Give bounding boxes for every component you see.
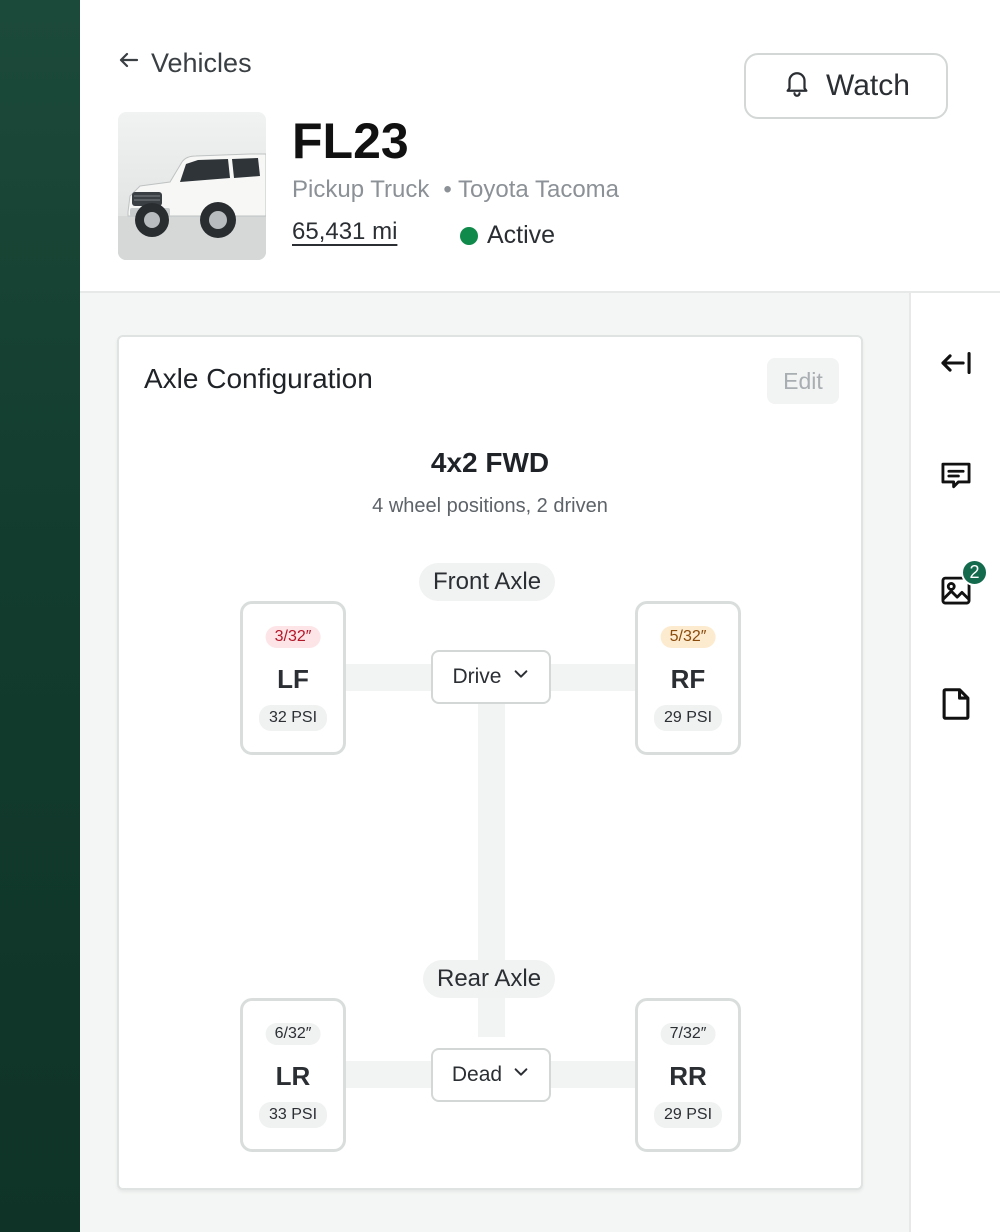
front-axle-drive-select[interactable]: Drive xyxy=(431,650,551,704)
watch-button-label: Watch xyxy=(826,69,910,102)
comment-icon[interactable] xyxy=(937,457,975,495)
rear-left-connector xyxy=(346,1061,435,1088)
document-icon[interactable] xyxy=(937,685,975,723)
back-to-vehicles-link[interactable]: Vehicles xyxy=(117,48,252,79)
tread-depth-badge: 6/32″ xyxy=(265,1023,321,1045)
vehicle-subtitle: Pickup Truck • Toyota Tacoma xyxy=(292,176,619,204)
front-axle-label: Front Axle xyxy=(419,563,556,601)
images-icon[interactable] xyxy=(937,571,975,609)
vehicle-model: Toyota Tacoma xyxy=(458,176,620,203)
vehicle-header: Vehicles Watch FL23 Pickup Truck • Toyot… xyxy=(80,0,1000,293)
status-indicator: Active xyxy=(460,221,555,250)
status-label: Active xyxy=(487,221,556,249)
config-name: 4x2 FWD xyxy=(430,447,550,478)
chevron-down-icon xyxy=(512,1063,530,1087)
tire-position-label: LR xyxy=(275,1061,311,1091)
arrow-left-icon xyxy=(117,48,141,79)
left-nav-rail xyxy=(0,0,80,1232)
config-description: 4 wheel positions, 2 driven xyxy=(372,495,608,517)
tire-pressure-badge: 33 PSI xyxy=(258,1102,328,1128)
subtitle-separator: • xyxy=(443,176,452,203)
collapse-panel-icon[interactable] xyxy=(937,344,975,382)
images-count-badge: 2 xyxy=(961,559,988,586)
front-right-connector xyxy=(550,664,637,691)
drive-select-value: Dead xyxy=(451,1063,503,1086)
tire-position-label: RF xyxy=(670,664,706,694)
watch-button[interactable]: Watch xyxy=(744,53,948,119)
rear-axle-drive-select[interactable]: Dead xyxy=(431,1048,551,1102)
rear-axle-label: Rear Axle xyxy=(423,960,556,998)
axle-configuration-card: Axle Configuration Edit 4x2 FWD 4 wheel … xyxy=(117,335,863,1190)
tread-depth-badge: 5/32″ xyxy=(660,626,716,648)
tire-rf[interactable]: 5/32″ RF 29 PSI xyxy=(635,601,741,755)
chevron-down-icon xyxy=(512,665,530,689)
tire-pressure-badge: 29 PSI xyxy=(653,705,723,731)
tire-position-label: LF xyxy=(277,664,309,694)
tread-depth-badge: 3/32″ xyxy=(265,626,321,648)
right-tool-rail: 2 xyxy=(909,293,1000,1232)
bell-icon xyxy=(782,67,812,105)
rear-right-connector xyxy=(550,1061,637,1088)
vehicle-photo xyxy=(118,112,266,260)
edit-button[interactable]: Edit xyxy=(767,358,839,404)
mileage-link[interactable]: 65,431 mi xyxy=(292,218,398,245)
tread-depth-badge: 7/32″ xyxy=(660,1023,716,1045)
tire-pressure-badge: 32 PSI xyxy=(258,705,328,731)
tire-position-label: RR xyxy=(669,1061,707,1091)
status-dot-icon xyxy=(460,226,478,245)
front-left-connector xyxy=(346,664,435,691)
tire-lf[interactable]: 3/32″ LF 32 PSI xyxy=(240,601,346,755)
tire-rr[interactable]: 7/32″ RR 29 PSI xyxy=(635,998,741,1152)
vehicle-title: FL23 xyxy=(292,113,409,169)
tire-lr[interactable]: 6/32″ LR 33 PSI xyxy=(240,998,346,1152)
tire-pressure-badge: 29 PSI xyxy=(653,1102,723,1128)
back-link-label: Vehicles xyxy=(151,48,252,78)
card-title: Axle Configuration xyxy=(144,363,373,394)
drive-select-value: Drive xyxy=(452,665,502,688)
vehicle-type: Pickup Truck xyxy=(292,176,430,203)
